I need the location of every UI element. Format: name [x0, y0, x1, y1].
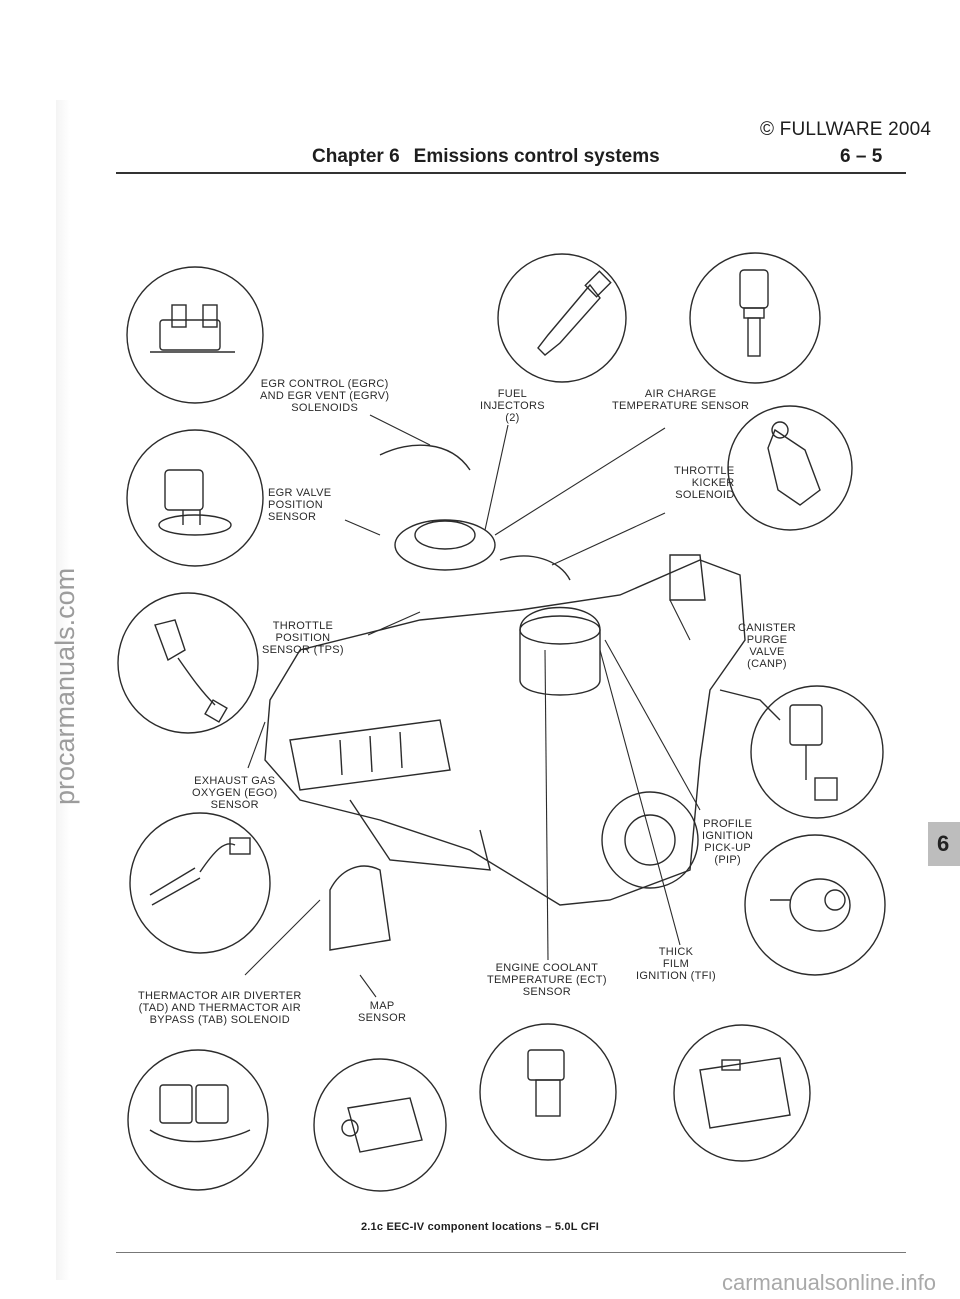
- footer-watermark: carmanualsonline.info: [721, 1270, 936, 1295]
- label-thermactor-air-diverter-bypass: THERMACTOR AIR DIVERTER(TAD) AND THERMAC…: [138, 990, 302, 1026]
- tad-tab-solenoid-circle: [127, 1049, 269, 1191]
- tps-circle: [117, 592, 259, 734]
- chapter-title: Emissions control systems: [413, 146, 660, 167]
- figure-caption: 2.1c EEC-IV component locations – 5.0L C…: [360, 1221, 600, 1233]
- chapter-tab: 6: [928, 822, 960, 866]
- engine-assembly: [264, 444, 781, 951]
- label-egrc-solenoids: EGR CONTROL (EGRC)AND EGR VENT (EGRV)SOL…: [260, 378, 390, 414]
- page-edge-shadow: [56, 100, 70, 1280]
- throttle-kicker-solenoid-circle: [727, 405, 853, 531]
- act-sensor-circle: [689, 252, 821, 384]
- egrc-solenoids-circle: [126, 266, 264, 404]
- canp-circle: [750, 685, 884, 819]
- header-rule: [116, 172, 906, 174]
- chapter-number: Chapter 6: [312, 146, 400, 167]
- chapter-heading: Chapter 6 Emissions control systems: [312, 146, 660, 168]
- chapter-tab-number: 6: [937, 831, 950, 856]
- copyright-notice: © FULLWARE 2004: [760, 119, 932, 140]
- fuel-injector-circle: [497, 253, 627, 383]
- map-sensor-circle: [313, 1058, 447, 1192]
- pip-circle: [744, 834, 886, 976]
- egr-valve-position-sensor-circle: [126, 429, 264, 567]
- leader-lines: [244, 414, 701, 998]
- footer-rule: [116, 1252, 906, 1253]
- ect-sensor-circle: [479, 1023, 617, 1161]
- tfi-module-circle: [673, 1024, 811, 1162]
- ego-sensor-circle: [129, 812, 271, 954]
- page-number: 6 – 5: [840, 146, 883, 167]
